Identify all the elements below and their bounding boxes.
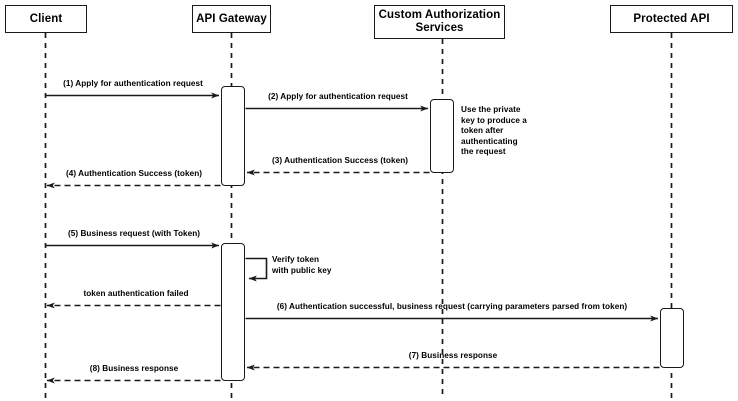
message-arrow-self-verify — [245, 257, 268, 282]
participant-box-custom-authorization-services[interactable]: Custom Authorization Services — [374, 5, 505, 39]
message-label-7: (7) Business response — [408, 351, 498, 360]
activation-protected-api — [660, 308, 684, 368]
message-label-1: (1) Apply for authentication request — [63, 79, 203, 88]
message-label-6: (6) Authentication successful, business … — [276, 302, 628, 311]
participant-label-custom-auth-line1: Custom Authorization — [378, 9, 501, 21]
participant-label-api-gateway: API Gateway — [196, 12, 267, 25]
participant-box-client[interactable]: Client — [5, 5, 87, 33]
note-private-key-line-1: Use the private — [461, 105, 521, 114]
message-label-token-auth-failed: token authentication failed — [83, 289, 189, 298]
note-private-key-line-4: authenticating — [461, 136, 518, 146]
note-verify-token-line-2: with public key — [272, 265, 332, 275]
activation-api-gateway-auth — [221, 86, 245, 186]
message-label-5: (5) Business request (with Token) — [67, 229, 201, 238]
participant-box-api-gateway[interactable]: API Gateway — [192, 5, 271, 33]
note-private-key: Use the private key to produce a token a… — [461, 105, 527, 158]
message-label-4: (4) Authentication Success (token) — [65, 169, 203, 178]
message-label-8: (8) Business response — [89, 364, 179, 373]
note-verify-token: Verify token with public key — [272, 255, 331, 276]
note-private-key-line-3: token after — [461, 126, 504, 135]
activation-api-gateway-business — [221, 243, 245, 381]
participant-label-client: Client — [29, 12, 63, 25]
participant-label-protected-api: Protected API — [633, 12, 710, 25]
message-label-3: (3) Authentication Success (token) — [271, 156, 409, 165]
note-private-key-line-2: key to produce a — [461, 115, 527, 125]
message-label-2: (2) Apply for authentication request — [268, 92, 408, 101]
note-private-key-line-5: the request — [461, 147, 506, 156]
activation-custom-authorization-services — [430, 99, 454, 173]
participant-label-custom-auth-line2: Services — [415, 22, 464, 34]
participant-box-protected-api[interactable]: Protected API — [610, 5, 733, 33]
note-verify-token-line-1: Verify token — [272, 255, 320, 264]
